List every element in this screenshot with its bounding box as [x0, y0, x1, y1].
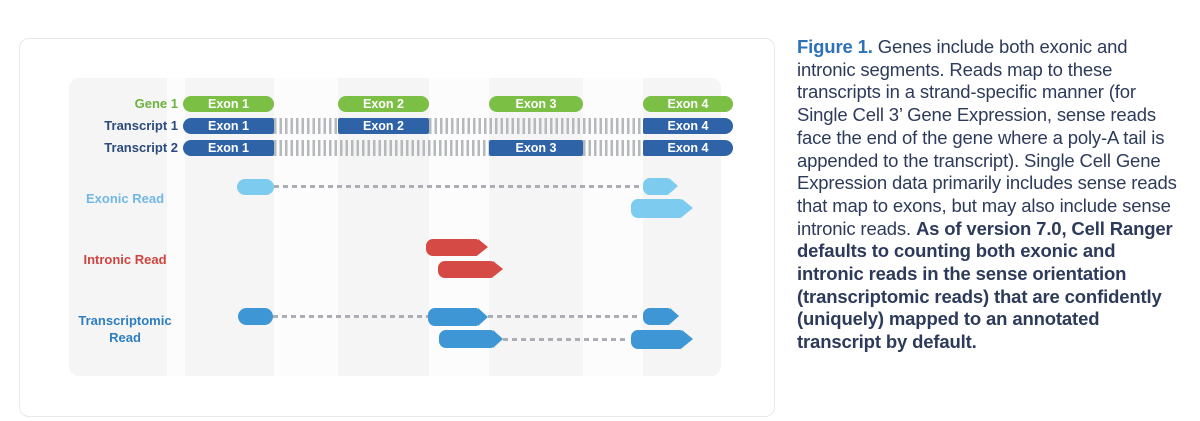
transcriptomic-read-arrow-icon	[631, 330, 693, 349]
transcriptomic-read-arrow-icon	[428, 308, 488, 326]
transcript1-row-label: Transcript 1	[104, 118, 178, 133]
transcriptomic-read-dashed-line	[273, 315, 428, 318]
exonic-read-arrow-icon	[643, 178, 678, 195]
transcript1-intron-hatch	[429, 118, 643, 134]
background-stripe	[167, 78, 185, 376]
exonic-read-arrow-icon	[631, 199, 693, 218]
transcript2-intron-hatch	[274, 140, 489, 156]
transcriptomic-read-arrow-icon	[643, 308, 679, 325]
transcript1-exon2-box: Exon 2	[338, 118, 429, 134]
gene-row-label: Gene 1	[134, 96, 178, 111]
intronic-read-label: Intronic Read	[83, 252, 167, 267]
transcriptomic-read-label: Transcriptomic Read	[78, 313, 172, 345]
transcript2-intron-hatch	[583, 140, 643, 156]
caption-body-bold: As of version 7.0, Cell Ranger defaults …	[797, 217, 1173, 353]
gene-diagram-panel: Gene 1 Transcript 1 Transcript 2 Exonic …	[69, 78, 733, 376]
intronic-read-arrow-icon	[426, 239, 488, 256]
transcript1-exon1-box: Exon 1	[183, 118, 274, 134]
transcript2-exon1-box: Exon 1	[183, 140, 274, 156]
exonic-read-pill-icon	[237, 179, 274, 195]
transcriptomic-read-dashed-line	[503, 338, 629, 341]
transcript2-exon4-box: Exon 4	[643, 140, 733, 156]
caption-body-regular: Genes include both exonic and intronic s…	[797, 36, 1177, 239]
transcriptomic-read-pill-icon	[238, 308, 273, 325]
exonic-read-label: Exonic Read	[85, 191, 165, 206]
gene-exon3-box: Exon 3	[489, 96, 583, 112]
gene-exon1-box: Exon 1	[183, 96, 274, 112]
figure-card: Gene 1 Transcript 1 Transcript 2 Exonic …	[19, 38, 775, 417]
intronic-read-arrow-icon	[438, 261, 503, 278]
transcriptomic-read-dashed-line	[488, 315, 641, 318]
gene-exon4-box: Exon 4	[643, 96, 733, 112]
exonic-read-dashed-line	[274, 185, 641, 188]
transcript1-exon4-box: Exon 4	[643, 118, 733, 134]
transcriptomic-read-arrow-icon	[439, 330, 503, 348]
gene-exon2-box: Exon 2	[338, 96, 429, 112]
figure-caption: Figure 1. Genes include both exonic and …	[797, 36, 1177, 354]
transcript1-intron-hatch	[274, 118, 338, 134]
transcript2-exon3-box: Exon 3	[489, 140, 583, 156]
figure-label: Figure 1.	[797, 36, 873, 57]
transcript2-row-label: Transcript 2	[104, 140, 178, 155]
